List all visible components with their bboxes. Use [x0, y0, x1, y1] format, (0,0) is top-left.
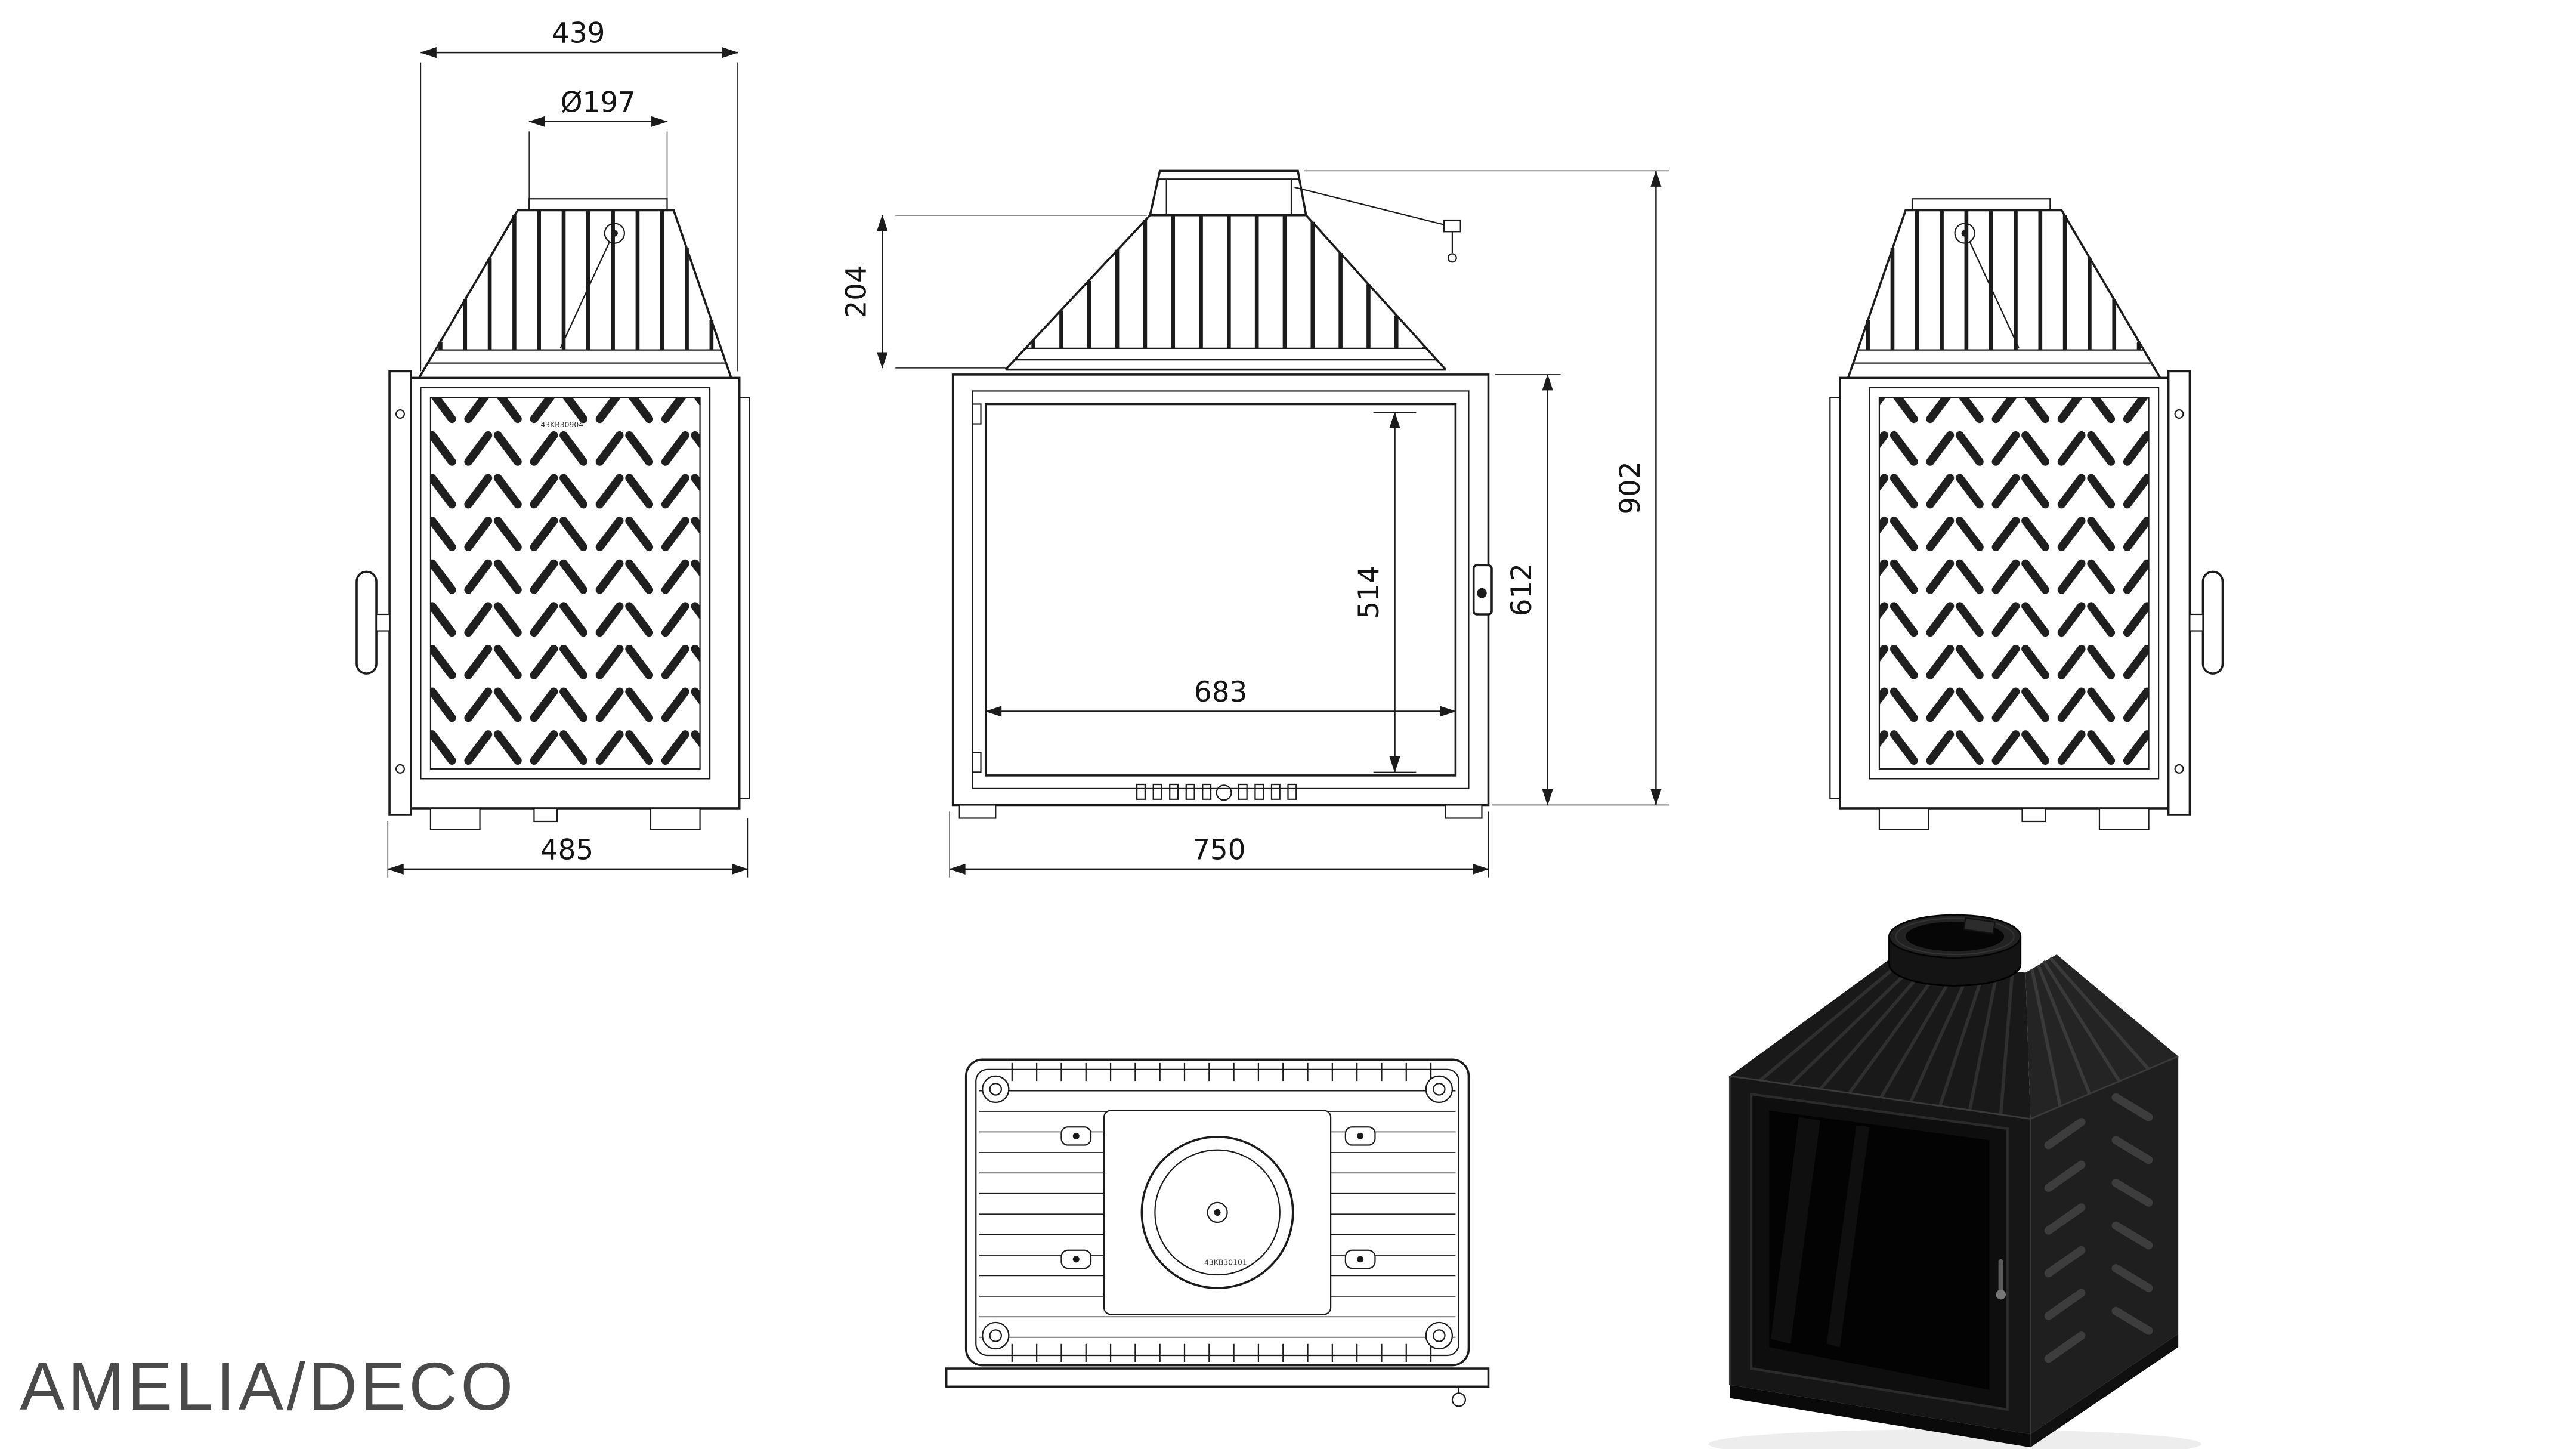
corner-bosses	[982, 1075, 1453, 1350]
front-view: 204 514 683 612 902 750	[841, 169, 1669, 878]
dimension-total-height: 902	[1304, 170, 1669, 806]
base-plate	[945, 1367, 1490, 1388]
dim-total-height-label: 902	[1615, 461, 1647, 514]
hinge-bottom	[972, 752, 982, 773]
render-shadow	[1708, 1429, 2201, 1449]
render-glass	[1769, 1110, 1990, 1390]
casting-marking-top: 43KB30101	[1204, 1258, 1247, 1267]
damper-hook	[1451, 1392, 1467, 1407]
hinge-top	[972, 403, 982, 425]
dim-hood-height-label: 204	[841, 265, 873, 318]
dimension-door-height: 612	[1495, 373, 1561, 806]
side-view-left: 43KB30904 439 Ø197 485	[357, 18, 749, 878]
side-view-left-geometry	[357, 199, 749, 830]
side-view-right	[1830, 199, 2222, 830]
dimension-top-width: 439	[420, 18, 739, 372]
dim-top-width-label: 439	[552, 18, 605, 50]
product-title: AMELIA/DECO	[20, 1349, 516, 1424]
firebox-body	[951, 373, 1490, 807]
dimension-glass-height: 514	[1353, 412, 1417, 773]
dimension-flue-diameter: Ø197	[528, 86, 668, 200]
dimension-total-width: 750	[949, 811, 1489, 878]
damper-rod	[1294, 186, 1453, 228]
door-glass	[984, 403, 1457, 777]
render-side-chevrons	[2044, 1093, 2153, 1363]
dimension-hood-height: 204	[841, 214, 1147, 369]
side-view-right-geometry	[1830, 199, 2222, 830]
casting-marking: 43KB30904	[540, 420, 583, 429]
mounting-slots	[1060, 1126, 1376, 1269]
dim-bottom-width-label: 485	[540, 834, 593, 866]
air-vent	[1136, 783, 1297, 801]
top-view: 43KB30101	[945, 1058, 1490, 1407]
dim-total-width-label: 750	[1192, 834, 1245, 866]
dim-glass-height-label: 514	[1353, 566, 1386, 619]
door-frame	[972, 390, 1470, 790]
dim-flue-diameter-label: Ø197	[561, 86, 636, 119]
dim-door-height-label: 612	[1506, 563, 1538, 616]
flue-collar	[1148, 169, 1307, 217]
render-side-face	[2030, 1056, 2179, 1435]
dim-glass-width-label: 683	[1194, 676, 1247, 709]
dimension-glass-width: 683	[985, 676, 1456, 727]
render-3d	[1708, 914, 2201, 1449]
dimension-bottom-width: 485	[387, 818, 749, 878]
